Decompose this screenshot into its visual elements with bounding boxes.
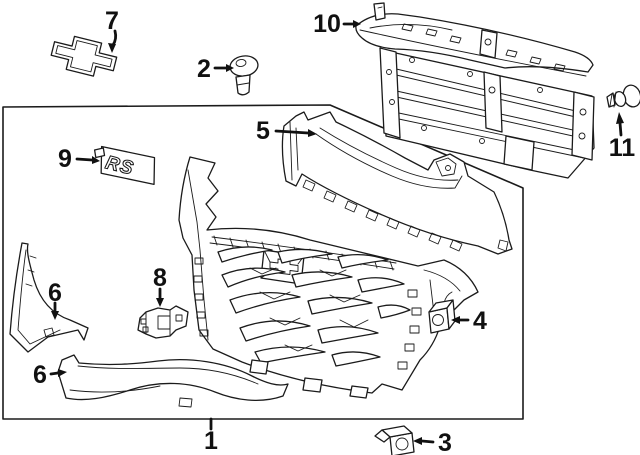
part-lower-molding bbox=[57, 354, 289, 408]
callout-3-number: 3 bbox=[438, 429, 452, 455]
callout-6-upper-number: 6 bbox=[48, 279, 62, 307]
part-shutter-assembly bbox=[355, 2, 595, 179]
callout-1-number: 1 bbox=[204, 427, 218, 455]
support-clip-row bbox=[302, 179, 463, 252]
part-emblem-bolt bbox=[229, 55, 259, 96]
callout-6-lower-number: 6 bbox=[33, 361, 47, 389]
grille-mesh bbox=[217, 246, 411, 367]
part-grille bbox=[178, 156, 479, 399]
callout-1: 1 bbox=[204, 417, 218, 455]
callout-11: 11 bbox=[609, 112, 636, 162]
part-rs-emblem: RS bbox=[93, 145, 156, 186]
callout-4: 4 bbox=[451, 307, 487, 335]
callout-9-number: 9 bbox=[58, 145, 72, 173]
callout-2: 2 bbox=[197, 55, 234, 83]
callout-10-number: 10 bbox=[313, 10, 341, 38]
callout-11-number: 11 bbox=[609, 134, 636, 162]
part-bowtie-emblem bbox=[50, 35, 118, 77]
callout-4-number: 4 bbox=[473, 307, 487, 335]
callout-5-number: 5 bbox=[256, 117, 270, 145]
shield-slots bbox=[401, 23, 566, 72]
callout-7: 7 bbox=[105, 7, 119, 53]
part-corner-molding bbox=[9, 242, 89, 353]
callout-10: 10 bbox=[313, 10, 361, 38]
grille-clip-holes bbox=[193, 257, 422, 370]
grille-bottom-tabs bbox=[249, 359, 369, 399]
support-outline bbox=[281, 111, 513, 255]
callout-7-number: 7 bbox=[105, 7, 119, 35]
callout-5: 5 bbox=[256, 117, 317, 145]
part-side-clip-nut bbox=[428, 299, 456, 334]
callout-6-upper: 6 bbox=[48, 279, 62, 320]
callout-2-number: 2 bbox=[197, 55, 211, 83]
boundary-box bbox=[2, 104, 524, 420]
callout-8-number: 8 bbox=[153, 264, 167, 292]
part-retainer-clip bbox=[606, 84, 640, 108]
callout-6-lower: 6 bbox=[33, 361, 67, 389]
part-center-bracket bbox=[137, 305, 189, 339]
callout-8: 8 bbox=[153, 264, 167, 307]
callout-3: 3 bbox=[413, 429, 452, 455]
part-upper-support bbox=[281, 111, 513, 255]
callout-9: 9 bbox=[58, 145, 100, 173]
part-lower-clip-nut bbox=[374, 425, 415, 455]
